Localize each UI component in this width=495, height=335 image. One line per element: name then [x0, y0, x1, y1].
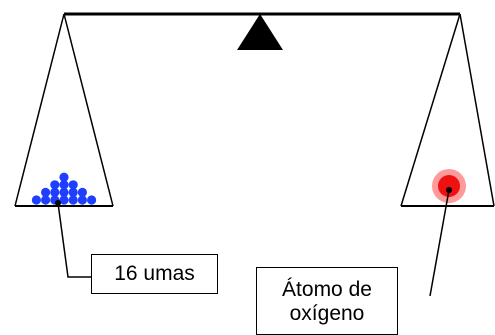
uma-ball [59, 195, 69, 205]
right-leader-line [429, 189, 450, 297]
oxygen-atom-text-line2: oxígeno [289, 302, 365, 325]
uma-ball [41, 187, 51, 197]
uma-balls [31, 172, 97, 205]
right-pan [400, 13, 495, 207]
left-anchor-dot [55, 200, 61, 206]
uma-ball [41, 195, 51, 205]
left-leader-line [57, 202, 91, 278]
oxygen-atom [438, 175, 460, 197]
oxygen-atom-text-line1: Átomo de [282, 278, 372, 301]
uma-ball [59, 187, 69, 197]
uma-ball [77, 187, 87, 197]
uma-ball [68, 180, 78, 190]
uma-ball [31, 195, 41, 205]
uma-ball [59, 172, 69, 182]
uma-count-text: 16 umas [114, 262, 195, 285]
uma-ball [50, 187, 60, 197]
right-anchor-dot [446, 187, 452, 193]
oxygen-atom-label: Átomo de oxígeno [256, 267, 398, 335]
uma-ball [59, 180, 69, 190]
uma-ball [87, 195, 97, 205]
left-pan [14, 13, 114, 207]
uma-ball [77, 195, 87, 205]
fulcrum-triangle [237, 14, 283, 50]
uma-count-label: 16 umas [91, 254, 218, 294]
uma-ball [68, 195, 78, 205]
uma-ball [68, 187, 78, 197]
uma-ball [50, 180, 60, 190]
